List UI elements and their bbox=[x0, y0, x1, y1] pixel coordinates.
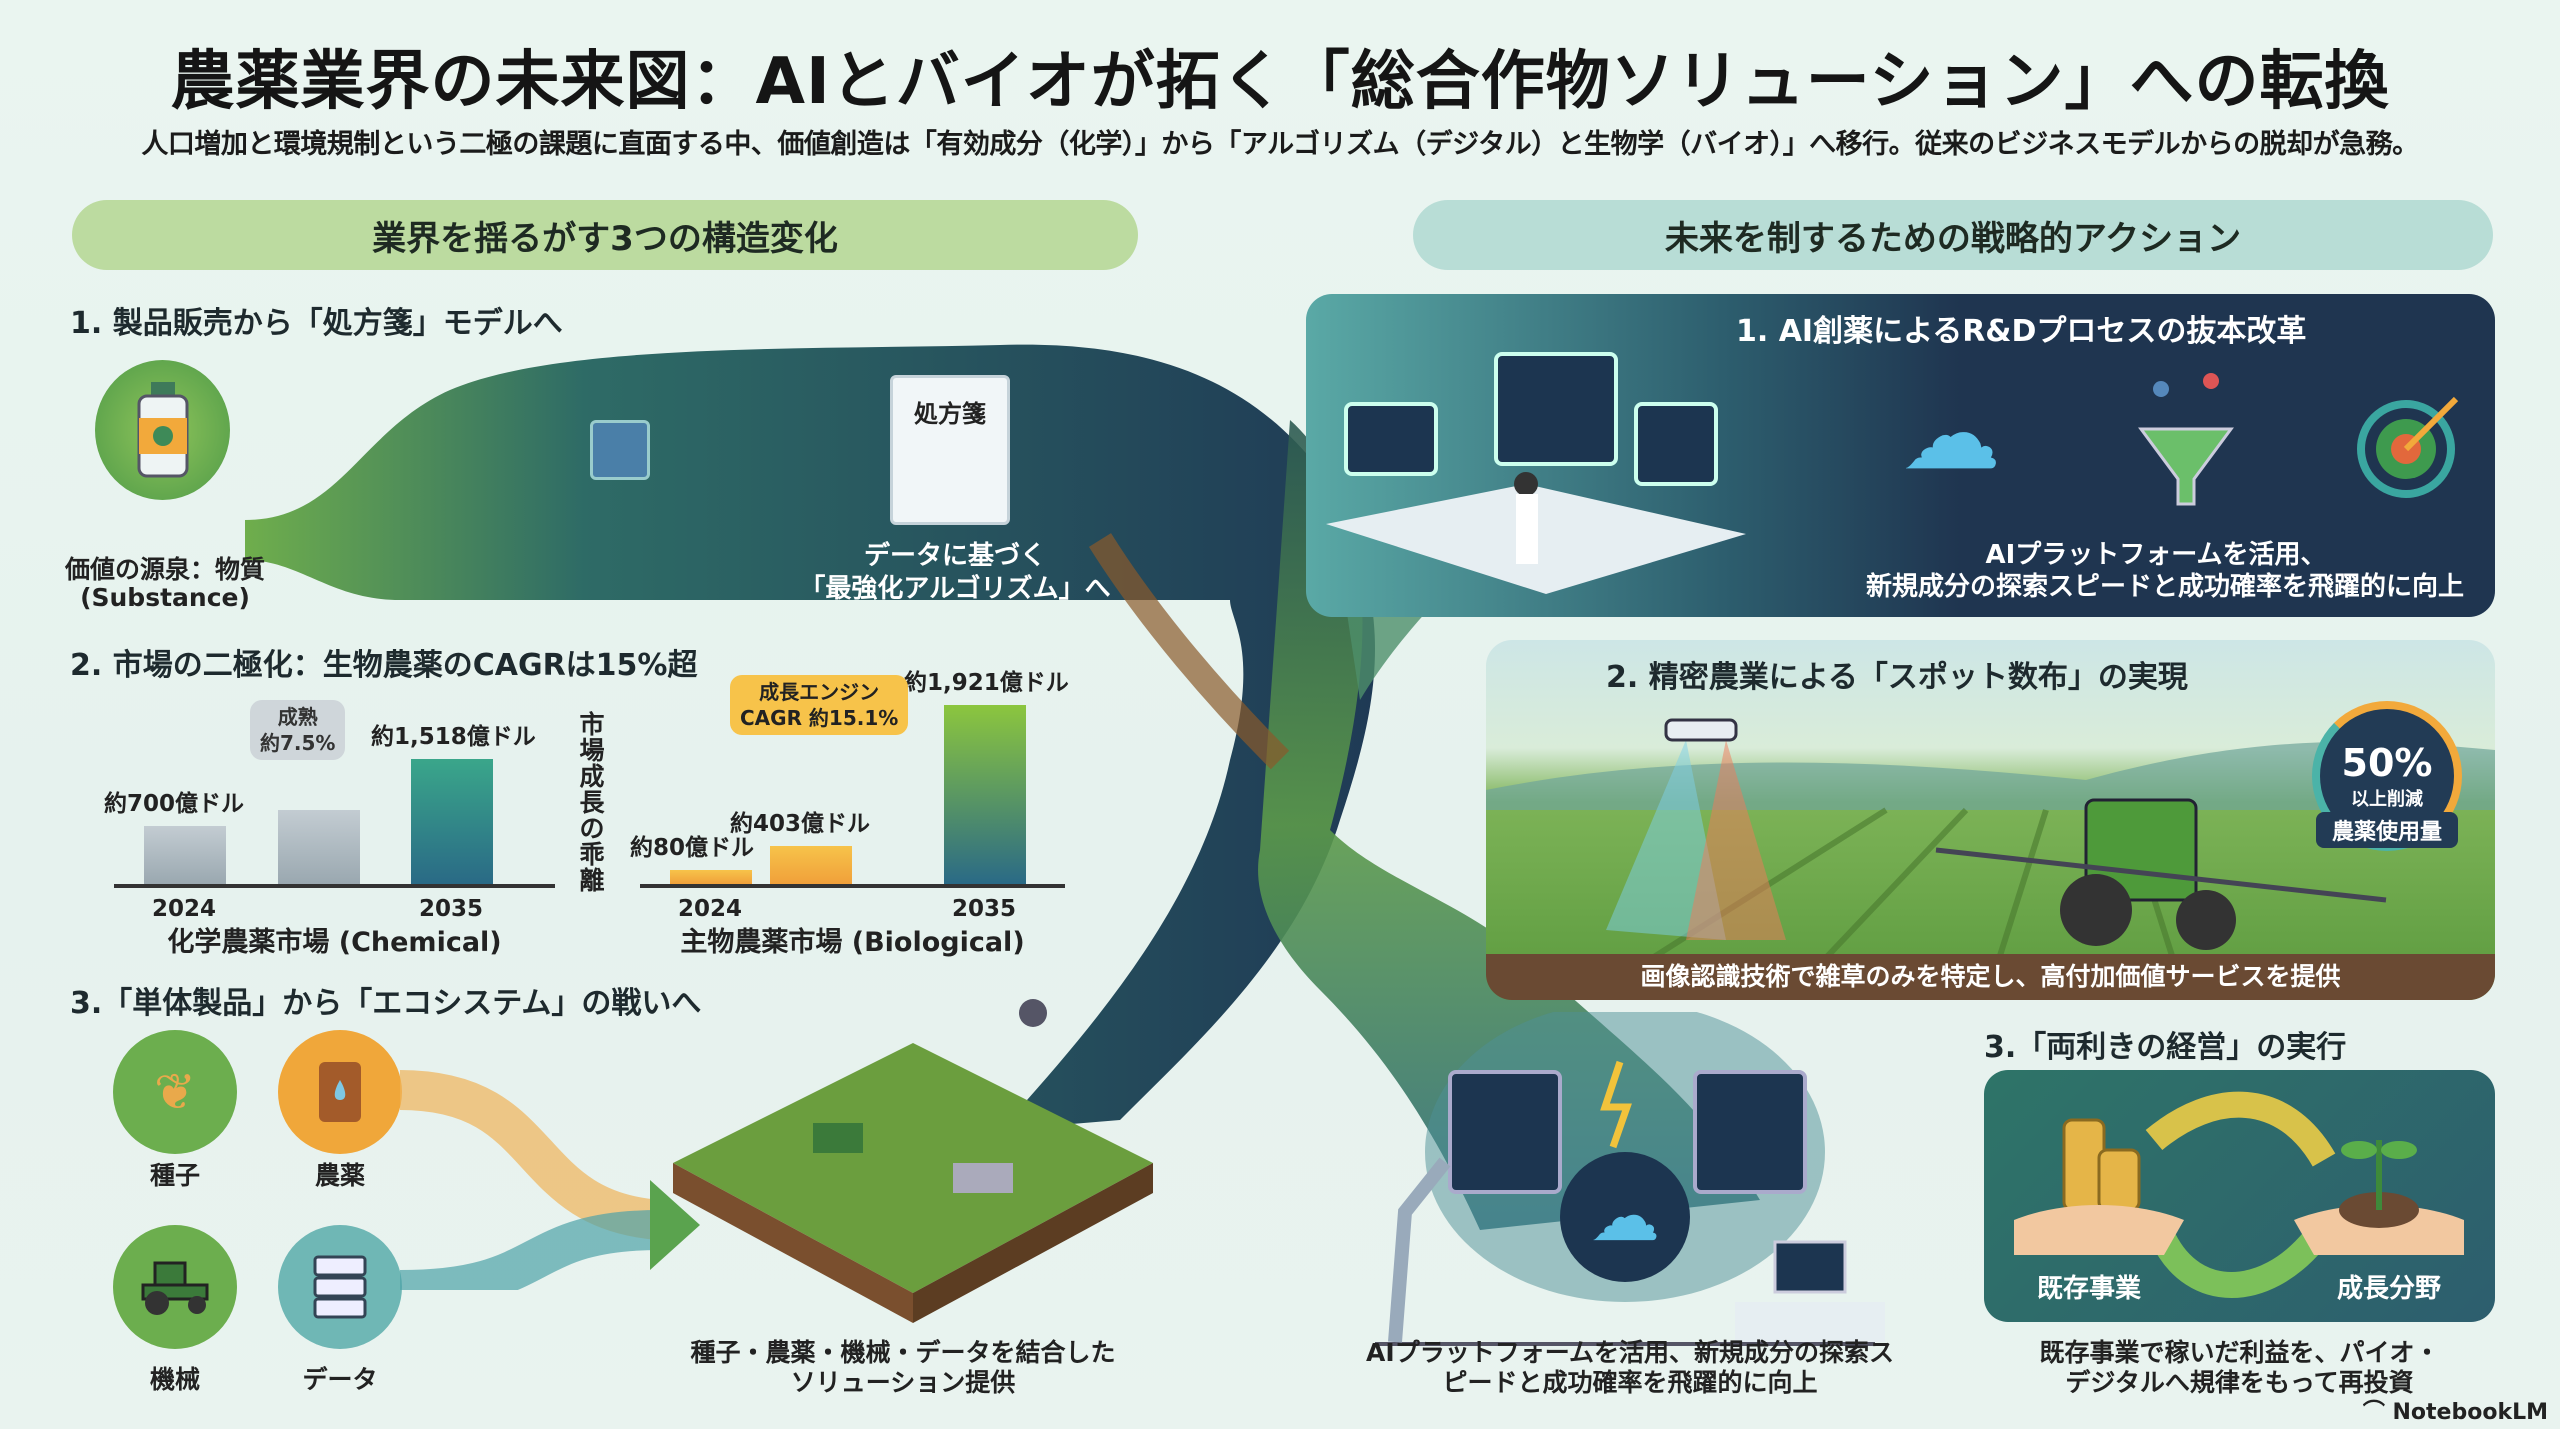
chart-bar bbox=[944, 705, 1026, 884]
chart-tick-label: 2035 bbox=[418, 896, 483, 922]
chart-tick-label: 2024 bbox=[677, 896, 742, 922]
chart-bar bbox=[770, 846, 852, 884]
action3-caption-1: 既存事業で稼いだ利益を、パイオ・ bbox=[2039, 1338, 2440, 1367]
ecosystem-caption-1: 種子・農薬・機械・データを結合した bbox=[690, 1338, 1116, 1367]
divider-label: 市場成長の乖離 bbox=[579, 710, 605, 895]
item-label-machine: 機械 bbox=[149, 1365, 200, 1394]
gauge-label: 農薬使用量 bbox=[2316, 812, 2458, 848]
center-caption-1: AIプラットフォームを活用、新規成分の探索ス bbox=[1366, 1338, 1894, 1367]
pesticide-barrel-icon bbox=[278, 1030, 402, 1154]
center-caption-2: ピードと成功確率を飛躍的に向上 bbox=[1442, 1368, 1818, 1397]
funnel-molecule-icon bbox=[2138, 373, 2234, 506]
target-icon bbox=[2357, 396, 2459, 498]
chart-data-label: 約700億ドル bbox=[104, 791, 245, 818]
chart-data-label: 約403億ドル bbox=[730, 811, 871, 838]
chart-callout-line: 約7.5% bbox=[260, 731, 336, 755]
item-label-data: データ bbox=[302, 1365, 378, 1394]
action3-heading: 3.「両利きの経営」の実行 bbox=[1984, 1030, 2347, 1065]
market-charts: 約700億ドル 2024 約1,518億ドル 2035 化学農薬市場 (Chemical… bbox=[0, 0, 1100, 960]
chart-tick-label: 2035 bbox=[951, 896, 1016, 922]
chart-bar bbox=[144, 826, 226, 884]
chart-bar bbox=[670, 870, 752, 884]
data-server-icon bbox=[278, 1225, 402, 1349]
action1-heading: 1. AI創薬によるR&Dプロセスの抜本改革 bbox=[1736, 314, 2307, 349]
action3-caption-2: デジタルへ規律をもって再投資 bbox=[2065, 1368, 2414, 1397]
section3-heading: 3.「単体製品」から「エコシステム」の戦いへ bbox=[70, 986, 702, 1021]
source-label: 価値の源泉：物質 bbox=[64, 555, 265, 584]
item-label-seed: 種子 bbox=[149, 1161, 200, 1190]
chart-title: 主物農薬市場 (Biological) bbox=[680, 927, 1025, 958]
page-title: 農薬業界の未来図：AIとバイオが拓く「総合作物ソリューション」への転換 bbox=[170, 45, 2390, 119]
target-label-1: データに基づく bbox=[863, 541, 1046, 571]
chart-bar bbox=[411, 759, 493, 884]
svg-text:☁: ☁ bbox=[1590, 1175, 1660, 1257]
growth-field-label: 成長分野 bbox=[2336, 1274, 2441, 1304]
section2-heading: 2. 市場の二極化：生物農薬のCAGRは15%超 bbox=[70, 648, 698, 683]
action1-caption-1: AIプラットフォームを活用、 bbox=[1985, 540, 2327, 570]
gauge-value: 50% bbox=[2341, 741, 2433, 785]
notebooklm-logo-icon: ⌒ bbox=[2362, 1400, 2393, 1425]
chart-callout-line: 成熟 bbox=[277, 705, 318, 729]
ecosystem-caption-2: ソリューション提供 bbox=[790, 1368, 1016, 1397]
notebooklm-watermark: ⌒ NotebookLM bbox=[2363, 1394, 2548, 1426]
chart-title: 化学農薬市場 (Chemical) bbox=[167, 927, 502, 958]
section1-heading: 1. 製品販売から「処方箋」モデルへ bbox=[70, 306, 563, 341]
prescription-title: 処方箋 bbox=[914, 400, 986, 428]
item-label-pesticide: 農薬 bbox=[314, 1161, 365, 1190]
action2-heading: 2. 精密農業による「スポット数布」の実現 bbox=[1606, 660, 2188, 695]
ai-rnd-panel: 1. AI創薬によるR&Dプロセスの抜本改革 ☁ AIプラットフォームを活用、 … bbox=[1306, 294, 2495, 617]
ambidexterity-panel: 既存事業 成長分野 bbox=[1984, 1070, 2495, 1322]
chart-data-label: 約1,518億ドル bbox=[371, 724, 536, 750]
bottle-icon bbox=[95, 360, 230, 500]
chart-data-label: 約80億ドル bbox=[630, 835, 755, 861]
action2-caption: 画像認識技術で雑草のみを特定し、高付加価値サービスを提供 bbox=[1486, 954, 2495, 1000]
ai-brain-icon: ☁ bbox=[1901, 375, 2001, 492]
existing-business-label: 既存事業 bbox=[2036, 1274, 2141, 1304]
chart-axis bbox=[114, 884, 555, 888]
chart-bar bbox=[278, 809, 360, 884]
chart-callout-line: 成長エンジン bbox=[759, 680, 880, 704]
converging-arrows bbox=[400, 1070, 700, 1290]
ai-chip-icon bbox=[590, 420, 650, 480]
smart-farm-ecosystem-illustration bbox=[673, 999, 1153, 1323]
ai-discovery-illustration: ☁ bbox=[1375, 1012, 1885, 1346]
page-subtitle: 人口増加と環境規制という二極の課題に直面する中、価値創造は「有効成分（化学）」か… bbox=[141, 129, 2419, 160]
coins-sprout-exchange-illustration bbox=[2014, 1091, 2464, 1298]
left-banner: 業界を揺るがす3つの構造変化 bbox=[72, 200, 1138, 270]
target-label-2: 「最強化アルゴリズム」へ bbox=[799, 574, 1111, 604]
right-banner: 未来を制するための戦略的アクション bbox=[1413, 200, 2493, 270]
chart-axis bbox=[640, 884, 1065, 888]
source-sub-label: (Substance) bbox=[80, 583, 250, 612]
seed-icon: ❦ bbox=[113, 1030, 237, 1154]
tractor-icon bbox=[113, 1225, 237, 1349]
chart-callout: 成熟約7.5% bbox=[250, 700, 346, 760]
chart-callout-line: CAGR 約15.1% bbox=[740, 706, 899, 730]
watermark-text: NotebookLM bbox=[2392, 1400, 2548, 1425]
precision-farming-panel: 2. 精密農業による「スポット数布」の実現 50% 以上削減 農薬使用量 画像認… bbox=[1486, 640, 2495, 1000]
ai-lab-illustration bbox=[1326, 352, 1746, 594]
chart-tick-label: 2024 bbox=[151, 896, 216, 922]
prescription-document-icon: 処方箋 bbox=[890, 375, 1010, 525]
chart-data-label: 約1,921億ドル bbox=[904, 670, 1069, 696]
gauge-sub: 以上削減 bbox=[2351, 789, 2423, 810]
action1-caption-2: 新規成分の探索スピードと成功確率を飛躍的に向上 bbox=[1866, 572, 2465, 602]
